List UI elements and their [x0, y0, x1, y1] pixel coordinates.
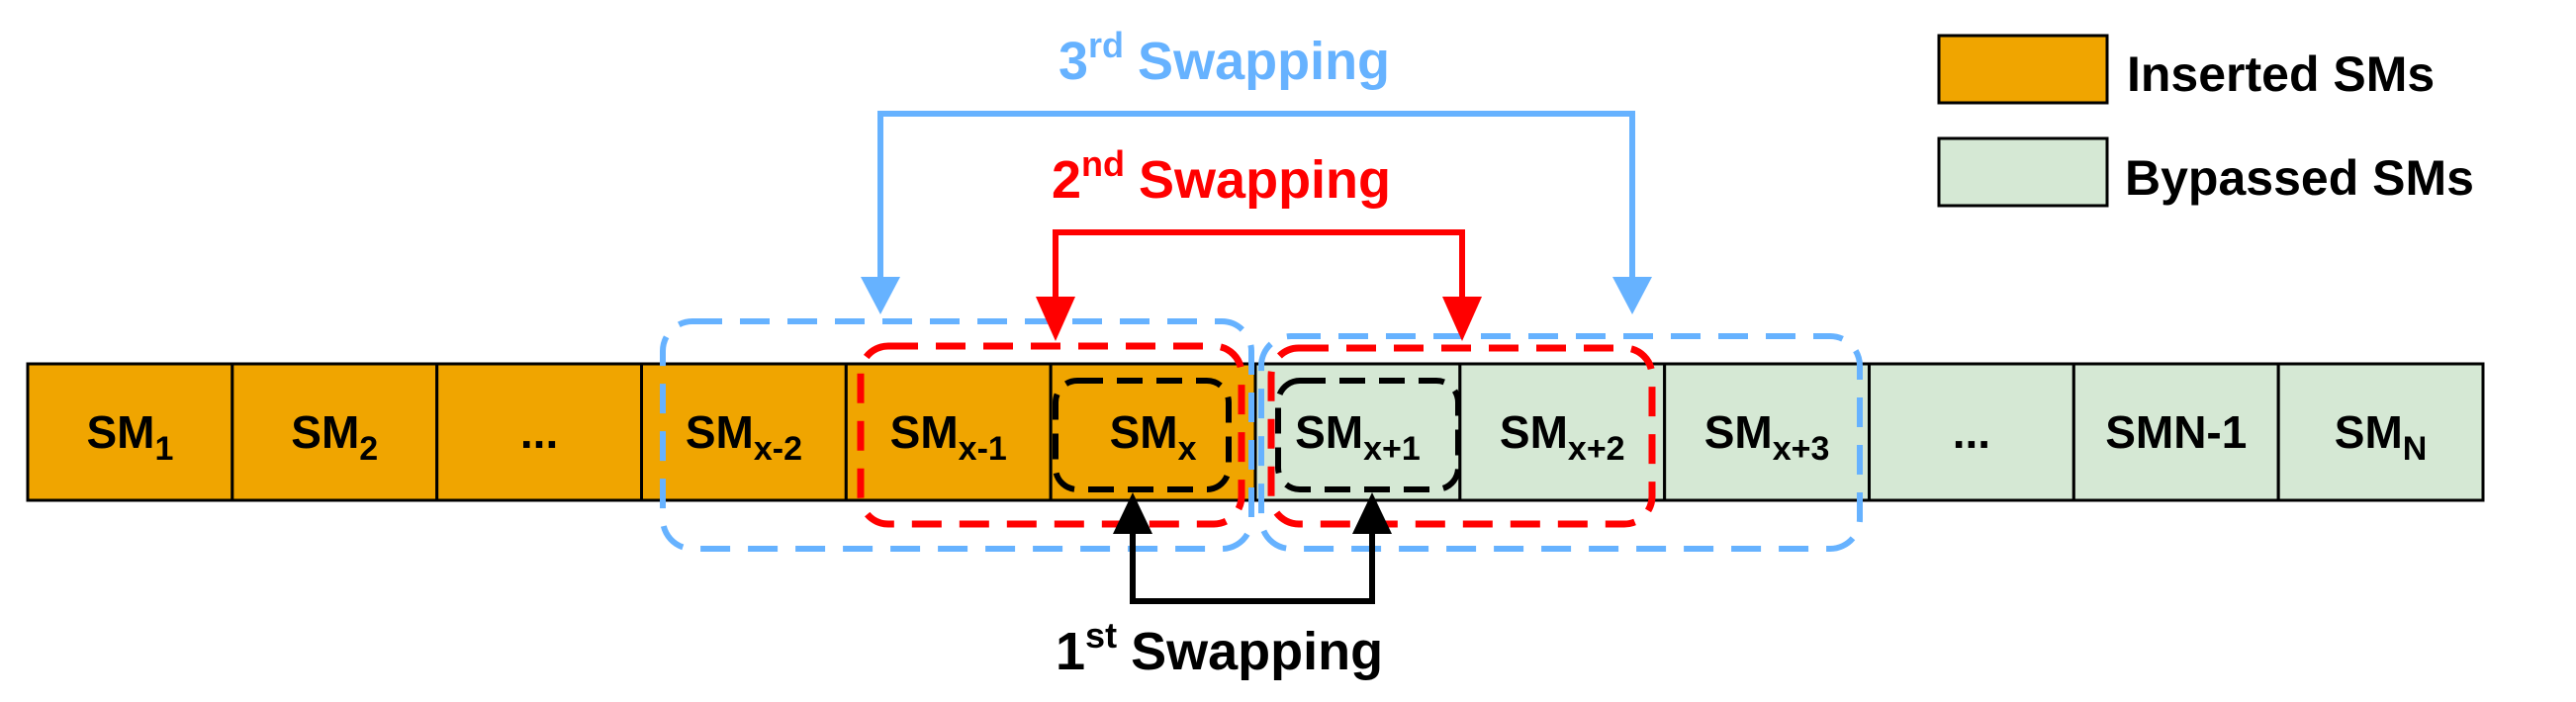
- cell-sm-n: [2276, 362, 2485, 502]
- legend-bypassed-swatch: [1937, 136, 2109, 208]
- cell-label-: ...: [520, 406, 558, 458]
- cell-label-sm-n: SMN: [2335, 406, 2428, 468]
- swap-3-left-arrowhead: [861, 277, 900, 314]
- cell-sm-1: [26, 362, 234, 502]
- cell-label-sm-1: SM1: [86, 406, 173, 468]
- cell-label-sm-x-1: SMx-1: [890, 406, 1007, 468]
- swap-2-left-arrowhead: [1036, 297, 1075, 341]
- swap-3-right-box: [1258, 333, 1863, 552]
- cell-label-sm-x-2: SMx-2: [686, 406, 802, 468]
- swap-2-right-box: [1267, 344, 1656, 528]
- cell-label-sm-x-2: SMx+2: [1500, 406, 1625, 468]
- swap-1-right-box: [1275, 378, 1461, 492]
- swap-1-right-arrowhead: [1352, 492, 1392, 534]
- swap-1-connector: [1130, 529, 1375, 604]
- legend-inserted-label: Inserted SMs: [2127, 46, 2435, 102]
- cell-label-sm-x-3: SMx+3: [1704, 406, 1830, 468]
- cell-sm-x-2: [1458, 362, 1667, 502]
- swap-3-right-arrowhead: [1612, 277, 1652, 314]
- sm-chain: SM1 SM2... SMx-2 SMx-1 SMx SMx+1 SMx+2 SMx+3...…: [26, 362, 2485, 502]
- swap-3-left-box: [660, 318, 1254, 552]
- swap-3-connector: [877, 111, 1635, 282]
- swap-1-left-arrowhead: [1113, 492, 1152, 534]
- cell-: [1868, 362, 2075, 502]
- swap-2-left-box: [857, 342, 1245, 528]
- cell-label-sm-x: SMx: [1110, 406, 1197, 468]
- swap-1-left-box: [1053, 378, 1232, 492]
- cell-sm-x-1: [844, 362, 1053, 502]
- cell-sm-x-2: [640, 362, 848, 502]
- cell-label-sm-2: SM2: [291, 406, 378, 468]
- cell-label-: ...: [1953, 406, 1990, 458]
- cell-label-sm-x-1: SMx+1: [1295, 406, 1421, 468]
- legend-inserted-swatch: [1937, 34, 2109, 105]
- cell-sm-x: [1049, 362, 1257, 502]
- cell-sm-x-3: [1663, 362, 1871, 502]
- cell-label-smn-1: SMN-1: [2105, 406, 2247, 458]
- swap-2-connector: [1053, 229, 1465, 302]
- legend: Inserted SMs Bypassed SMs: [1937, 34, 2474, 208]
- legend-bypassed-label: Bypassed SMs: [2125, 150, 2474, 206]
- swap-2-right-arrowhead: [1442, 297, 1482, 341]
- cell-smn-1: [2071, 362, 2280, 502]
